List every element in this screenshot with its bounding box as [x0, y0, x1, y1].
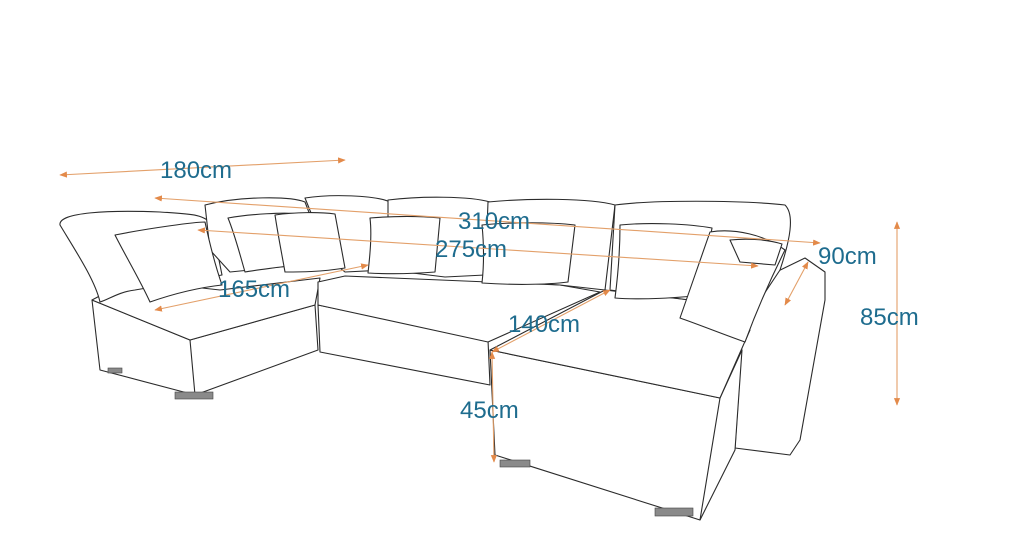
dim-line-275: [197, 227, 759, 269]
leg: [654, 507, 694, 517]
dim-line-90: [784, 261, 809, 306]
label-45: 45cm: [460, 397, 519, 424]
label-310: 310cm: [458, 208, 530, 235]
label-180: 180cm: [160, 157, 232, 184]
label-165: 165cm: [218, 276, 290, 303]
dim-line-140: [491, 289, 611, 353]
dim-line-45: [489, 351, 497, 463]
leg: [107, 367, 123, 374]
dim-line-165: [154, 263, 369, 312]
leg: [499, 459, 531, 468]
dimension-lines: [59, 157, 901, 463]
pillow-left-3: [274, 212, 346, 273]
label-275: 275cm: [435, 236, 507, 263]
dim-line-180: [59, 157, 346, 178]
label-85: 85cm: [860, 304, 919, 331]
label-140: 140cm: [508, 311, 580, 338]
dimension-labels: 180cm 310cm 275cm 165cm 140cm 90cm 85cm …: [160, 157, 919, 424]
leg: [174, 391, 214, 400]
label-90: 90cm: [818, 243, 877, 270]
